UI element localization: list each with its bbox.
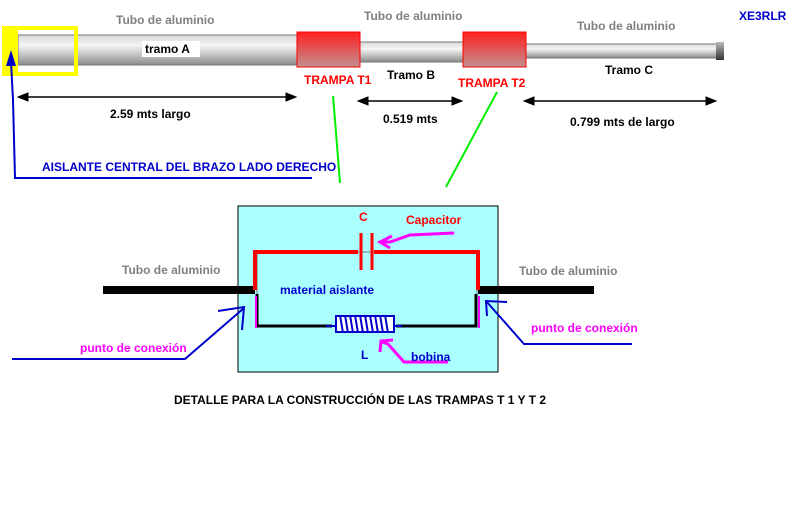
detail-left-tube-label: Tubo de aluminio	[122, 263, 221, 277]
detail-caption: DETALLE PARA LA CONSTRUCCIÓN DE LAS TRAM…	[174, 393, 547, 407]
right-connection-label: punto de conexión	[531, 321, 638, 335]
capacitor-wire-left	[253, 250, 358, 290]
insulator-arrow-icon	[6, 50, 16, 66]
right-connection-leader	[484, 299, 632, 345]
segment-a-length: 2.59 mts largo	[110, 107, 191, 121]
capacitor-label: Capacitor	[406, 213, 462, 227]
tube-segment-b	[359, 41, 465, 63]
trap-t1	[296, 31, 361, 68]
dimension-arrow-c	[522, 96, 718, 106]
dimension-arrow-b	[356, 96, 464, 106]
insulating-material-label: material aislante	[280, 283, 375, 297]
detail-box	[237, 205, 499, 373]
capacitor-symbol: C	[359, 210, 368, 224]
segment-a-name: tramo A	[145, 42, 190, 56]
segment-c-name: Tramo C	[605, 63, 654, 77]
callsign-label: XE3RLR	[739, 9, 787, 23]
segment-b-length: 0.519 mts	[383, 112, 438, 126]
insulator-leader-line	[10, 61, 312, 179]
left-connection-label: punto de conexión	[80, 341, 187, 355]
insulator-label: AISLANTE CENTRAL DEL BRAZO LADO DERECHO	[42, 160, 337, 174]
detail-right-tube	[478, 286, 594, 294]
segment-c-length: 0.799 mts de largo	[570, 115, 675, 129]
capacitor-pointer-arrow	[376, 231, 455, 250]
inductor-coil	[326, 314, 402, 334]
tube-label-a: Tubo de aluminio	[116, 13, 215, 27]
capacitor-wire-right	[374, 250, 480, 290]
tube-segment-c	[525, 43, 719, 59]
trap-t2-label: TRAMPA T2	[458, 76, 526, 90]
tube-end-cap	[716, 42, 724, 60]
tramo-a-label-bg	[142, 41, 200, 57]
segment-b-name: Tramo B	[387, 68, 436, 82]
inductor-symbol: L	[361, 348, 369, 362]
trap-t2	[462, 31, 527, 68]
left-connection-leader	[12, 305, 246, 360]
detail-right-tube-label: Tubo de aluminio	[519, 264, 618, 278]
dimension-arrow-a	[16, 92, 298, 102]
trap-t1-label: TRAMPA T1	[304, 73, 372, 87]
detail-left-tube	[103, 286, 255, 294]
bobina-pointer-arrow	[378, 338, 448, 364]
tube-label-c: Tubo de aluminio	[577, 19, 676, 33]
inductor-label: bobina	[411, 350, 451, 364]
trap-t2-link-line	[445, 91, 498, 188]
inductor-wire-right	[396, 294, 478, 328]
tube-label-b: Tubo de aluminio	[364, 9, 463, 23]
trap-t1-link-line	[332, 95, 341, 184]
